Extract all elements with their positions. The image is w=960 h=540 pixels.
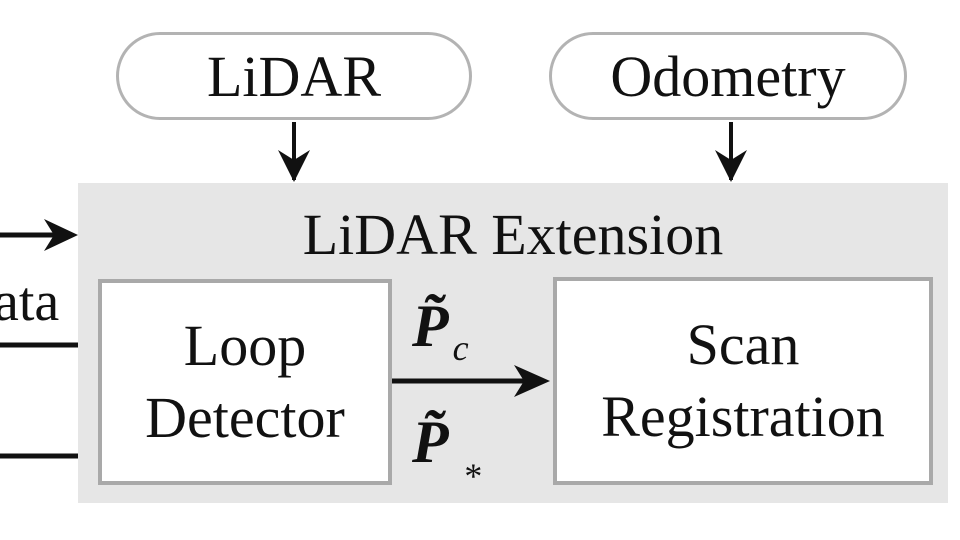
lidar-extension-title: LiDAR Extension bbox=[302, 202, 724, 267]
symbol-p-star-base: P̃ bbox=[412, 409, 449, 475]
odometry-arrowhead bbox=[715, 150, 747, 182]
scan-registration-label-line1: Scan bbox=[686, 312, 800, 377]
left-edge-label: ata bbox=[0, 271, 60, 333]
lidar-arrowhead bbox=[278, 150, 310, 182]
scan-registration-box: Scan Registration bbox=[553, 277, 933, 485]
symbol-p-c-subscript: c bbox=[452, 328, 469, 368]
scan-registration-label-line2: Registration bbox=[601, 384, 885, 449]
symbol-p-star: P̃ * bbox=[412, 408, 481, 496]
lidar-input: LiDAR bbox=[116, 32, 472, 120]
loop-detector-label-line1: Loop bbox=[183, 313, 307, 378]
symbol-p-c: P̃c bbox=[412, 292, 469, 368]
loop-detector-box: Loop Detector bbox=[98, 279, 392, 485]
detector-to-registration-arrowhead bbox=[514, 365, 550, 397]
symbol-p-star-subscript: * bbox=[462, 456, 481, 496]
lidar-input-label: LiDAR bbox=[207, 43, 381, 109]
symbol-p-c-base: P̃ bbox=[412, 293, 449, 359]
odometry-input: Odometry bbox=[549, 32, 907, 120]
left-incoming-arrowhead bbox=[44, 219, 78, 251]
loop-detector-label-line2: Detector bbox=[145, 385, 345, 450]
odometry-input-label: Odometry bbox=[610, 43, 846, 109]
